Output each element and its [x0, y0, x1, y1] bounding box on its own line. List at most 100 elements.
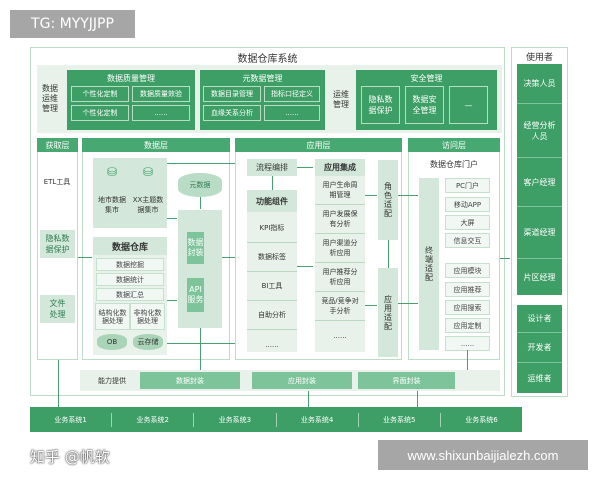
user-item: 开发者	[517, 333, 562, 363]
integ-item: 用户生命周期管理	[315, 176, 365, 205]
system-frame	[30, 47, 505, 396]
ob-cylinder: OB	[97, 334, 127, 350]
users-group-1: 决策人员 经营分析人员 客户经理 渠道经理 片区经理	[517, 64, 562, 295]
quality-item: 个性化定制	[71, 105, 129, 121]
user-item: 经营分析人员	[517, 104, 562, 158]
func-list: KPI指标 数据标签 BI工具 自助分析 ......	[247, 214, 297, 359]
metadata-title: 元数据管理	[242, 73, 283, 83]
integ-item: 用户发展保有分析	[315, 205, 365, 234]
access-item: 应用推荐	[445, 282, 490, 297]
arrow	[167, 218, 177, 219]
watermark: 知乎 @帆软	[30, 448, 110, 466]
system-title: 数据仓库系统	[237, 53, 298, 65]
app-integration-title: 应用集成	[315, 159, 365, 176]
database-icon: ⛁	[106, 165, 118, 179]
access-item: 应用定制	[445, 318, 490, 333]
func-item: 自助分析	[247, 301, 297, 330]
func-item: ......	[265, 340, 279, 349]
access-item: 应用模块	[445, 263, 490, 278]
structured-processing: 结构化数据处理	[95, 303, 130, 330]
access-item: ......	[445, 336, 490, 351]
footer-url: www.shixunbaijialezh.com	[378, 440, 588, 470]
ops-label-2: 运维管理	[333, 90, 349, 109]
user-item: 渠道经理	[517, 207, 562, 259]
access-item: 移动APP	[445, 197, 490, 212]
ops-label: 数据运维管理	[42, 84, 58, 113]
unstructured-processing: 非构化数据处理	[130, 303, 165, 330]
users-panel	[511, 47, 568, 397]
metadata-item: ......	[264, 105, 320, 121]
warehouse-item: 数据挖掘	[96, 258, 164, 271]
arrow	[398, 195, 418, 196]
quality-item: 个性化定制	[71, 86, 129, 102]
security-item: 数据安全管理	[405, 86, 444, 124]
user-item: 运维者	[527, 373, 552, 383]
arrow	[417, 391, 418, 407]
arrow	[222, 257, 235, 258]
arrow	[167, 163, 235, 164]
metadata-item: 血缘关系分析	[203, 105, 261, 121]
portal-title: 数据仓库门户	[430, 159, 478, 169]
business-system: 业务系统6	[465, 415, 498, 424]
topic-data-mart: XX主题数据集市	[132, 196, 164, 214]
business-system: 业务系统4	[277, 412, 359, 427]
arrow	[272, 176, 273, 190]
city-data-mart: 地市数据集市	[98, 196, 126, 214]
metadata-item: 数据目录管理	[203, 86, 261, 102]
arrow	[388, 240, 389, 268]
terminal-adaptation: 终端适配	[419, 178, 439, 350]
capability-app: 应用封装	[252, 372, 352, 389]
quality-panel: 数据质量管理 个性化定制 数据质量效验 个性化定制 ......	[67, 70, 195, 130]
func-title: 功能组件	[247, 190, 297, 212]
security-title: 安全管理	[410, 73, 443, 83]
data-mart-box	[93, 158, 167, 228]
security-item: 隐私数据保护	[361, 86, 400, 124]
business-system: 业务系统3	[194, 412, 277, 427]
access-item: 应用搜索	[445, 300, 490, 315]
users-title: 使用者	[525, 52, 553, 63]
api-service: API服务	[187, 278, 204, 312]
user-item: 设计者	[517, 305, 562, 333]
security-panel: 安全管理 隐私数据保护 数据安全管理 —	[356, 70, 497, 130]
integ-item: 用户渠道分析应用	[315, 234, 365, 263]
arrow	[365, 195, 377, 196]
arrow	[297, 266, 313, 267]
arrow	[297, 167, 313, 168]
func-item: BI工具	[247, 272, 297, 301]
cloud-storage-cylinder: 云存储	[133, 334, 163, 350]
metadata-cylinder: 元数据	[178, 173, 222, 197]
user-item: 片区经理	[523, 272, 556, 282]
arrow	[78, 257, 92, 258]
func-item: 数据标签	[247, 243, 297, 272]
quality-item: ......	[132, 105, 190, 121]
integ-item: 用户推荐分析应用	[315, 263, 365, 292]
func-item: KPI指标	[247, 214, 297, 243]
role-adaptation: 角色适配	[378, 160, 398, 240]
business-system: 业务系统5	[359, 412, 441, 427]
users-group-2: 设计者 开发者 运维者	[517, 305, 562, 393]
access-item: 信息交互	[445, 233, 490, 248]
quality-item: 数据质量效验	[132, 86, 190, 102]
arrow	[467, 350, 468, 370]
integ-item: 竞品/竞争对手分析	[315, 292, 365, 321]
access-item: 大屏	[445, 215, 490, 230]
capability-label: 能力提供	[98, 376, 126, 385]
arrow	[167, 300, 177, 301]
capability-ui: 界面封装	[358, 372, 455, 389]
arrow	[200, 328, 201, 370]
acquire-header: 获取层	[37, 138, 78, 152]
quality-title: 数据质量管理	[107, 73, 155, 83]
security-item: —	[449, 86, 488, 124]
flow-orchestration: 流程编排	[247, 159, 297, 176]
arrow	[500, 258, 510, 259]
arrow	[365, 305, 377, 306]
integ-item: ......	[333, 331, 347, 340]
privacy-protection: 隐私数据保护	[40, 230, 75, 258]
data-encapsulation: 数据封装	[187, 232, 204, 264]
tag-label: TG: MYYJJPP	[10, 10, 135, 38]
arrow	[58, 360, 59, 407]
app-header: 应用层	[235, 138, 402, 152]
user-item: 客户经理	[517, 158, 562, 207]
metadata-item: 指标口径定义	[264, 86, 320, 102]
app-adaptation: 应用适配	[378, 268, 398, 357]
